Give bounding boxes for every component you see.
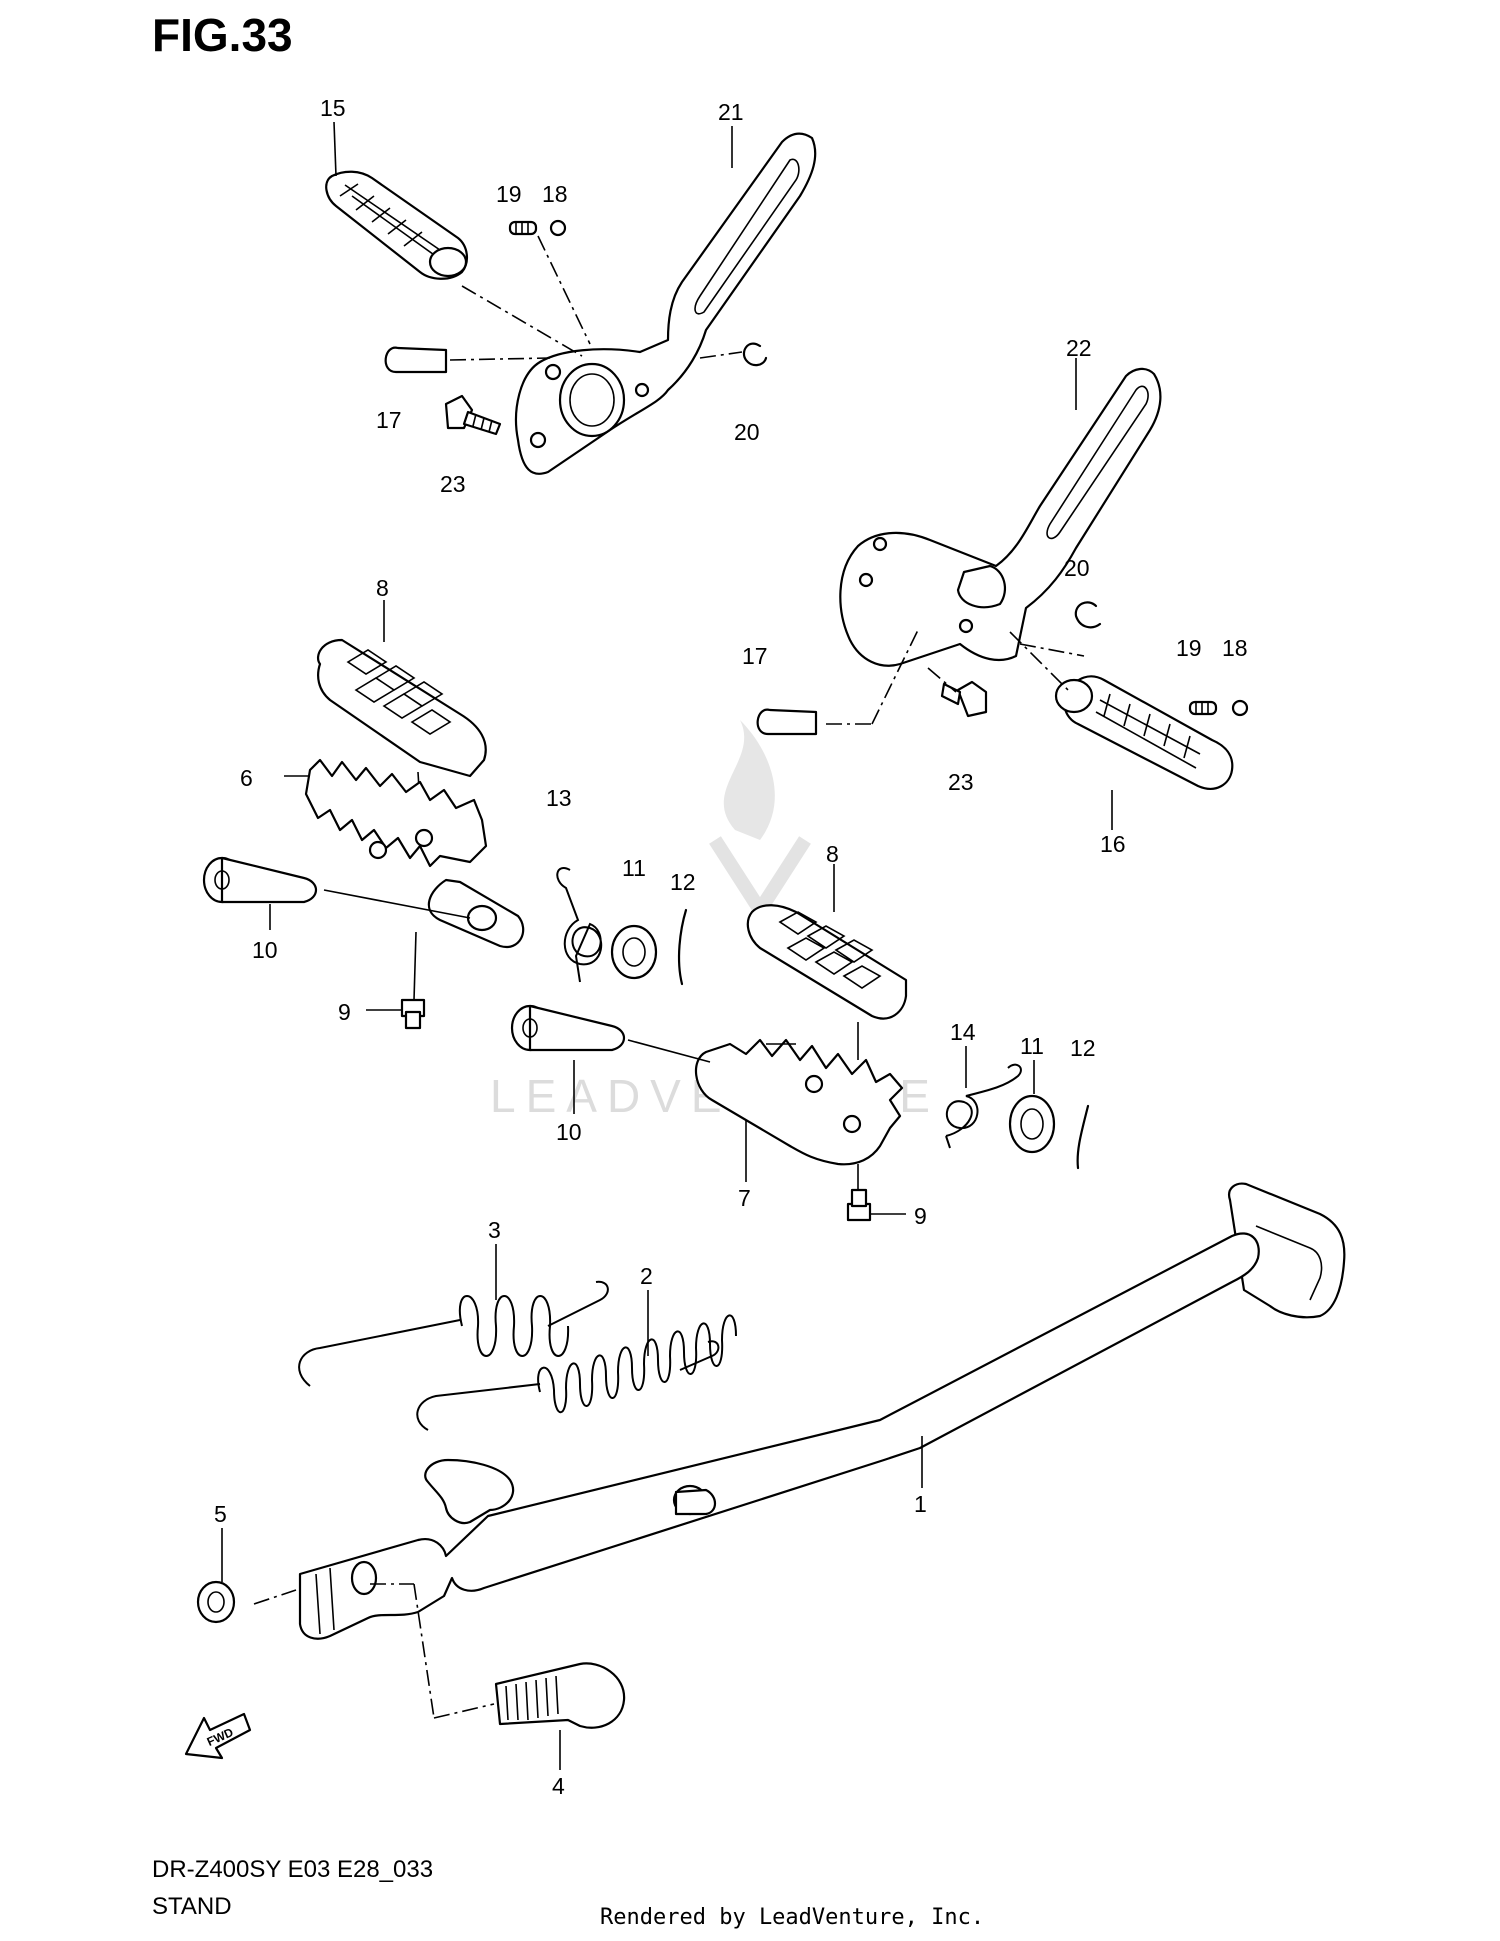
figure-title: FIG.33: [152, 9, 293, 61]
footpeg-right: [694, 1038, 904, 1166]
callout-label: 19: [496, 181, 522, 207]
cotter-pin-12-left: [677, 908, 688, 986]
callout-label: 22: [1066, 335, 1092, 361]
ball-right: [1231, 699, 1249, 717]
pillion-bracket-left: [514, 132, 817, 475]
spring-pin-right: [1188, 700, 1218, 716]
callout-label: 4: [552, 1773, 565, 1799]
stand-spring-2: [416, 1314, 737, 1431]
callout-label: 16: [1100, 831, 1126, 857]
e-clip-right: [1074, 601, 1102, 629]
callout-label: 20: [1064, 555, 1090, 581]
callout-label: 12: [1070, 1035, 1096, 1061]
callout-label: 9: [914, 1203, 927, 1229]
callout-label: 18: [1222, 635, 1248, 661]
pillion-footpeg-left: [325, 170, 468, 280]
callout-label: 12: [670, 869, 696, 895]
callout-label: 17: [742, 643, 768, 669]
callout-label: 17: [376, 407, 402, 433]
e-clip-left: [742, 342, 768, 367]
pillion-bracket-right: [839, 367, 1162, 667]
callout-label: 21: [718, 99, 744, 125]
callout-label: 9: [338, 999, 351, 1025]
callout-label: 15: [320, 95, 346, 121]
pivot-pin-right: [510, 1004, 626, 1052]
bolt-left: [444, 394, 502, 436]
callout-label: 23: [948, 769, 974, 795]
callout-label: 8: [376, 575, 389, 601]
bolt-right: [940, 680, 988, 718]
return-spring-14: [945, 1063, 1022, 1149]
callout-label: 19: [1176, 635, 1202, 661]
clevis-pin-right: [756, 708, 818, 736]
footpeg-left: [304, 758, 525, 949]
callout-label: 8: [826, 841, 839, 867]
callout-label: 13: [546, 785, 572, 811]
return-spring-13: [556, 867, 603, 983]
render-credit: Rendered by LeadVenture, Inc.: [600, 1905, 985, 1930]
callout-label: 6: [240, 765, 253, 791]
bolt-9-right: [846, 1188, 872, 1222]
model-code: DR-Z400SY E03 E28_033: [152, 1856, 434, 1883]
clevis-pin-left: [384, 346, 551, 374]
forward-arrow-icon: FWD: [184, 1712, 252, 1760]
spring-pin-left: [508, 220, 538, 236]
callout-label: 14: [950, 1019, 976, 1045]
callout-label: 20: [734, 419, 760, 445]
washer-11-right: [1008, 1094, 1056, 1154]
ball-left: [549, 219, 567, 237]
pillion-footpeg-right: [1054, 675, 1234, 790]
callout-label: 5: [214, 1501, 227, 1527]
bolt-9-left: [400, 998, 426, 1030]
stand-spring-3: [298, 1280, 609, 1387]
footpeg-rubber-left: [316, 638, 487, 778]
callout-label: 10: [556, 1119, 582, 1145]
callout-label: 11: [1020, 1033, 1044, 1059]
callout-label: 18: [542, 181, 568, 207]
callout-label: 23: [440, 471, 466, 497]
section-name: STAND: [152, 1893, 232, 1920]
callout-labels: 15 21 19 18 17 20 23 22 20 8 17 19 18 23…: [214, 95, 1248, 1799]
pivot-pin-left: [202, 856, 318, 904]
callout-label: 2: [640, 1263, 653, 1289]
cotter-pin-12-right: [1076, 1104, 1090, 1170]
side-stand: [298, 1182, 1346, 1640]
stand-bolt-4: [494, 1662, 626, 1729]
nut-5: [196, 1580, 236, 1624]
washer-11-left: [610, 924, 658, 980]
footpeg-rubber-right: [746, 904, 908, 1020]
callout-label: 3: [488, 1217, 501, 1243]
callout-label: 10: [252, 937, 278, 963]
callout-label: 1: [914, 1491, 927, 1517]
callout-label: 7: [738, 1185, 751, 1211]
callout-label: 11: [622, 855, 646, 881]
